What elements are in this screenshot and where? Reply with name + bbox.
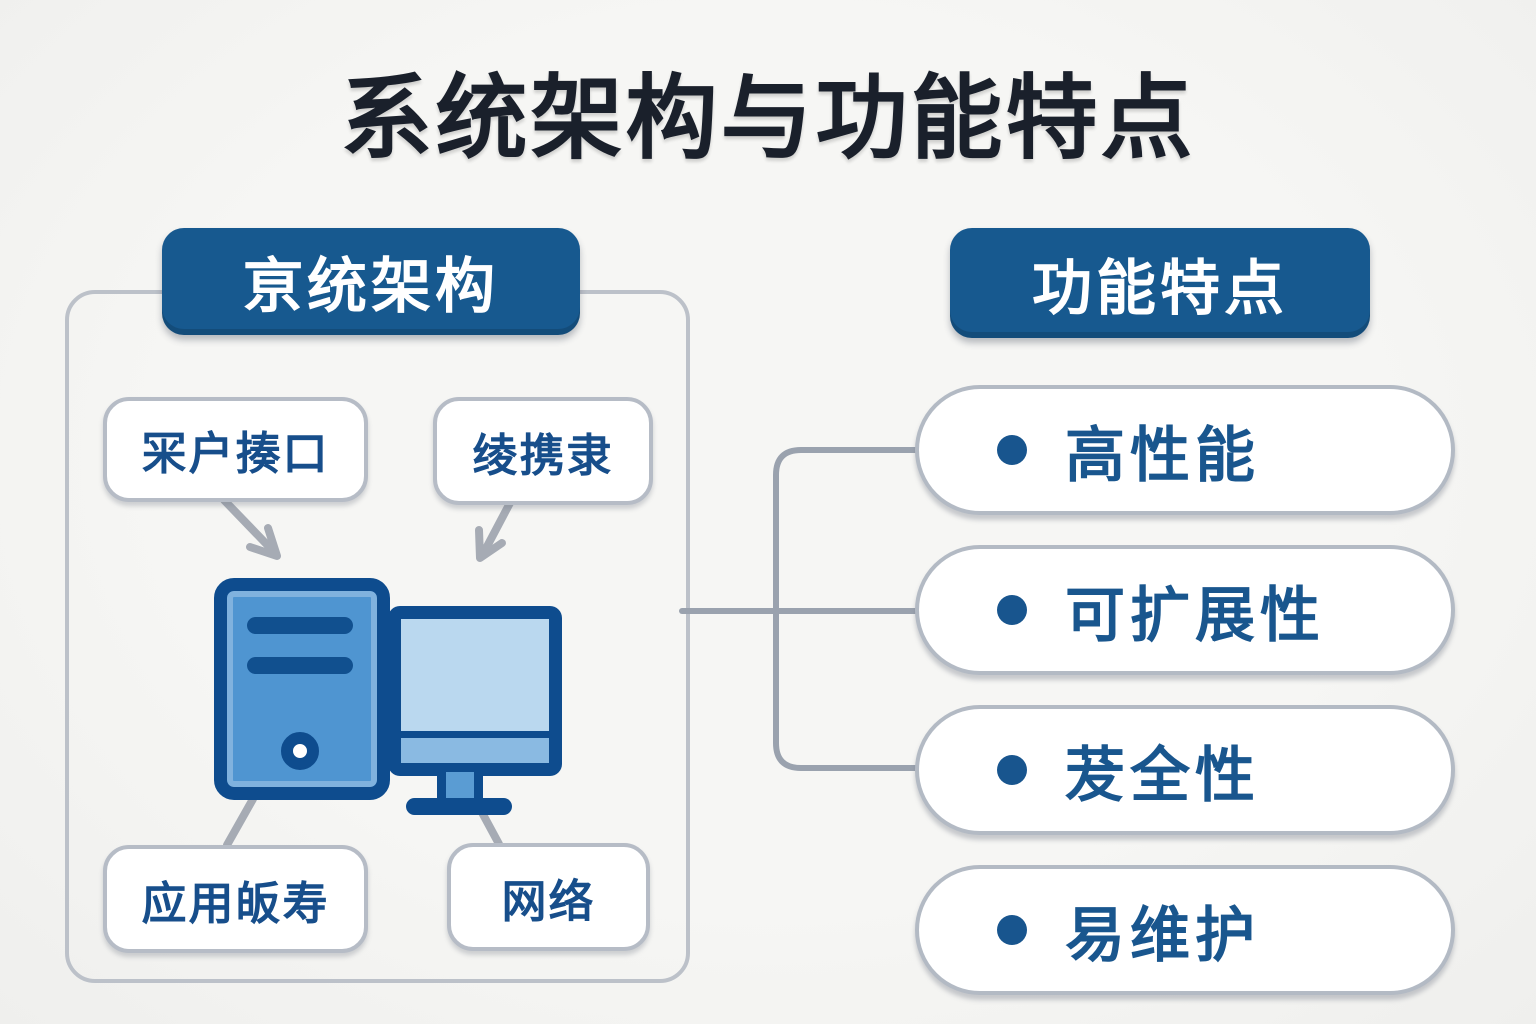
feature-label: 易维护 (1065, 901, 1260, 969)
arrow-cache-to-computer (478, 497, 515, 560)
architecture-header: 亰统架构 (162, 228, 580, 335)
monitor-icon (388, 606, 562, 776)
feature-item-scalability: 可扩展性 (915, 545, 1455, 675)
features-header: 功能特点 (950, 228, 1370, 338)
bullet-icon (997, 915, 1027, 945)
feature-item-high-performance: 高性能 (915, 385, 1455, 515)
feature-label: 茇全性 (1065, 741, 1260, 809)
bullet-icon (997, 755, 1027, 785)
monitor-bezel (401, 731, 549, 763)
arrow-head-icon (475, 526, 506, 562)
features-header-label: 功能特点 (1032, 254, 1288, 322)
node-label: 网络 (501, 875, 596, 927)
architecture-header-label: 亰统架构 (243, 253, 499, 320)
monitor-stand-base (406, 798, 512, 815)
feature-item-maintainability: 易维护 (915, 865, 1455, 995)
computer-tower-icon (214, 578, 390, 800)
feature-item-security: 茇全性 (915, 705, 1455, 835)
arrow-user-interface-to-computer (220, 496, 280, 558)
tower-drive-slot (247, 657, 353, 674)
node-label: 应用皈寿 (141, 877, 330, 929)
feature-label: 高性能 (1065, 421, 1260, 489)
page-title: 系统架构与功能特点 (340, 68, 1196, 170)
node-network: 网络 (447, 843, 650, 951)
bullet-icon (997, 435, 1027, 465)
node-app-service: 应用皈寿 (103, 845, 368, 953)
link-computer-to-app-service (223, 795, 257, 849)
feature-label: 可扩展性 (1065, 581, 1325, 649)
node-label: 冞户揍口 (141, 428, 330, 479)
node-label: 绫携隶 (472, 429, 614, 481)
arrow-head-icon (246, 524, 281, 560)
node-data-store: 绫携隶 (433, 397, 653, 505)
connector-trunk (773, 447, 918, 771)
tower-drive-slot (247, 617, 353, 634)
power-button-icon (281, 732, 319, 770)
bullet-icon (997, 595, 1027, 625)
node-user-interface: 冞户揍口 (103, 397, 368, 502)
